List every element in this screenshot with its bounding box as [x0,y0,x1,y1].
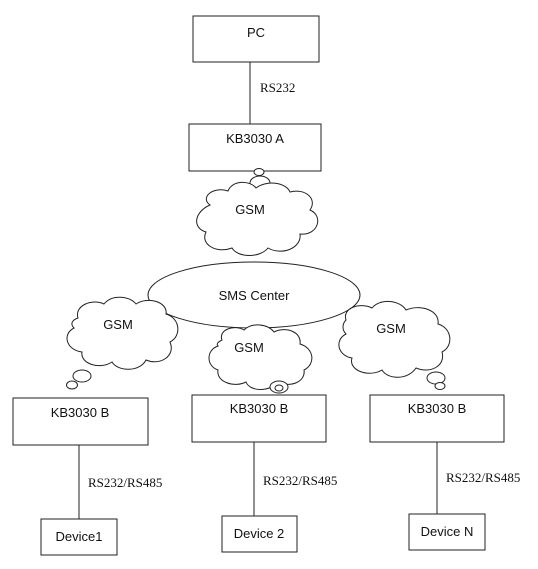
device-1-box [40,518,118,556]
gsm-cloud-right: GSM [338,301,451,390]
kb3030-b-left-box [12,397,149,446]
sms-center-label: SMS Center [219,288,290,303]
device-2-label: Device 2 [234,526,285,541]
gsm-left-label: GSM [103,317,133,332]
pc-box [192,15,320,63]
kb3030-b-middle-box [191,394,327,443]
kb3030-b-right-label: KB3030 B [408,401,467,416]
gsm-right-label: GSM [376,321,406,336]
kb3030-b-middle-label: KB3030 B [230,401,289,416]
pc-label: PC [247,25,265,40]
link-left-label: RS232/RS485 [88,475,162,490]
device-1-label: Device1 [56,529,103,544]
device-n-label: Device N [421,524,474,539]
link-right-label: RS232/RS485 [446,470,520,485]
gsm-middle-label: GSM [234,340,264,355]
kb3030-b-left-label: KB3030 B [51,405,110,420]
gsm-cloud-left: GSM [66,296,179,390]
device-n-box [408,513,486,551]
link-middle-label: RS232/RS485 [263,473,337,488]
kb3030-b-right-box [369,394,505,443]
gsm-cloud-top: GSM [196,168,319,256]
gsm-top-label: GSM [235,202,265,217]
kb3030-a-box [188,123,322,172]
link-label-rs232: RS232 [260,80,295,95]
device-2-box [221,515,298,553]
kb3030-a-label: KB3030 A [226,131,284,146]
gsm-cloud-middle: GSM [208,324,313,394]
